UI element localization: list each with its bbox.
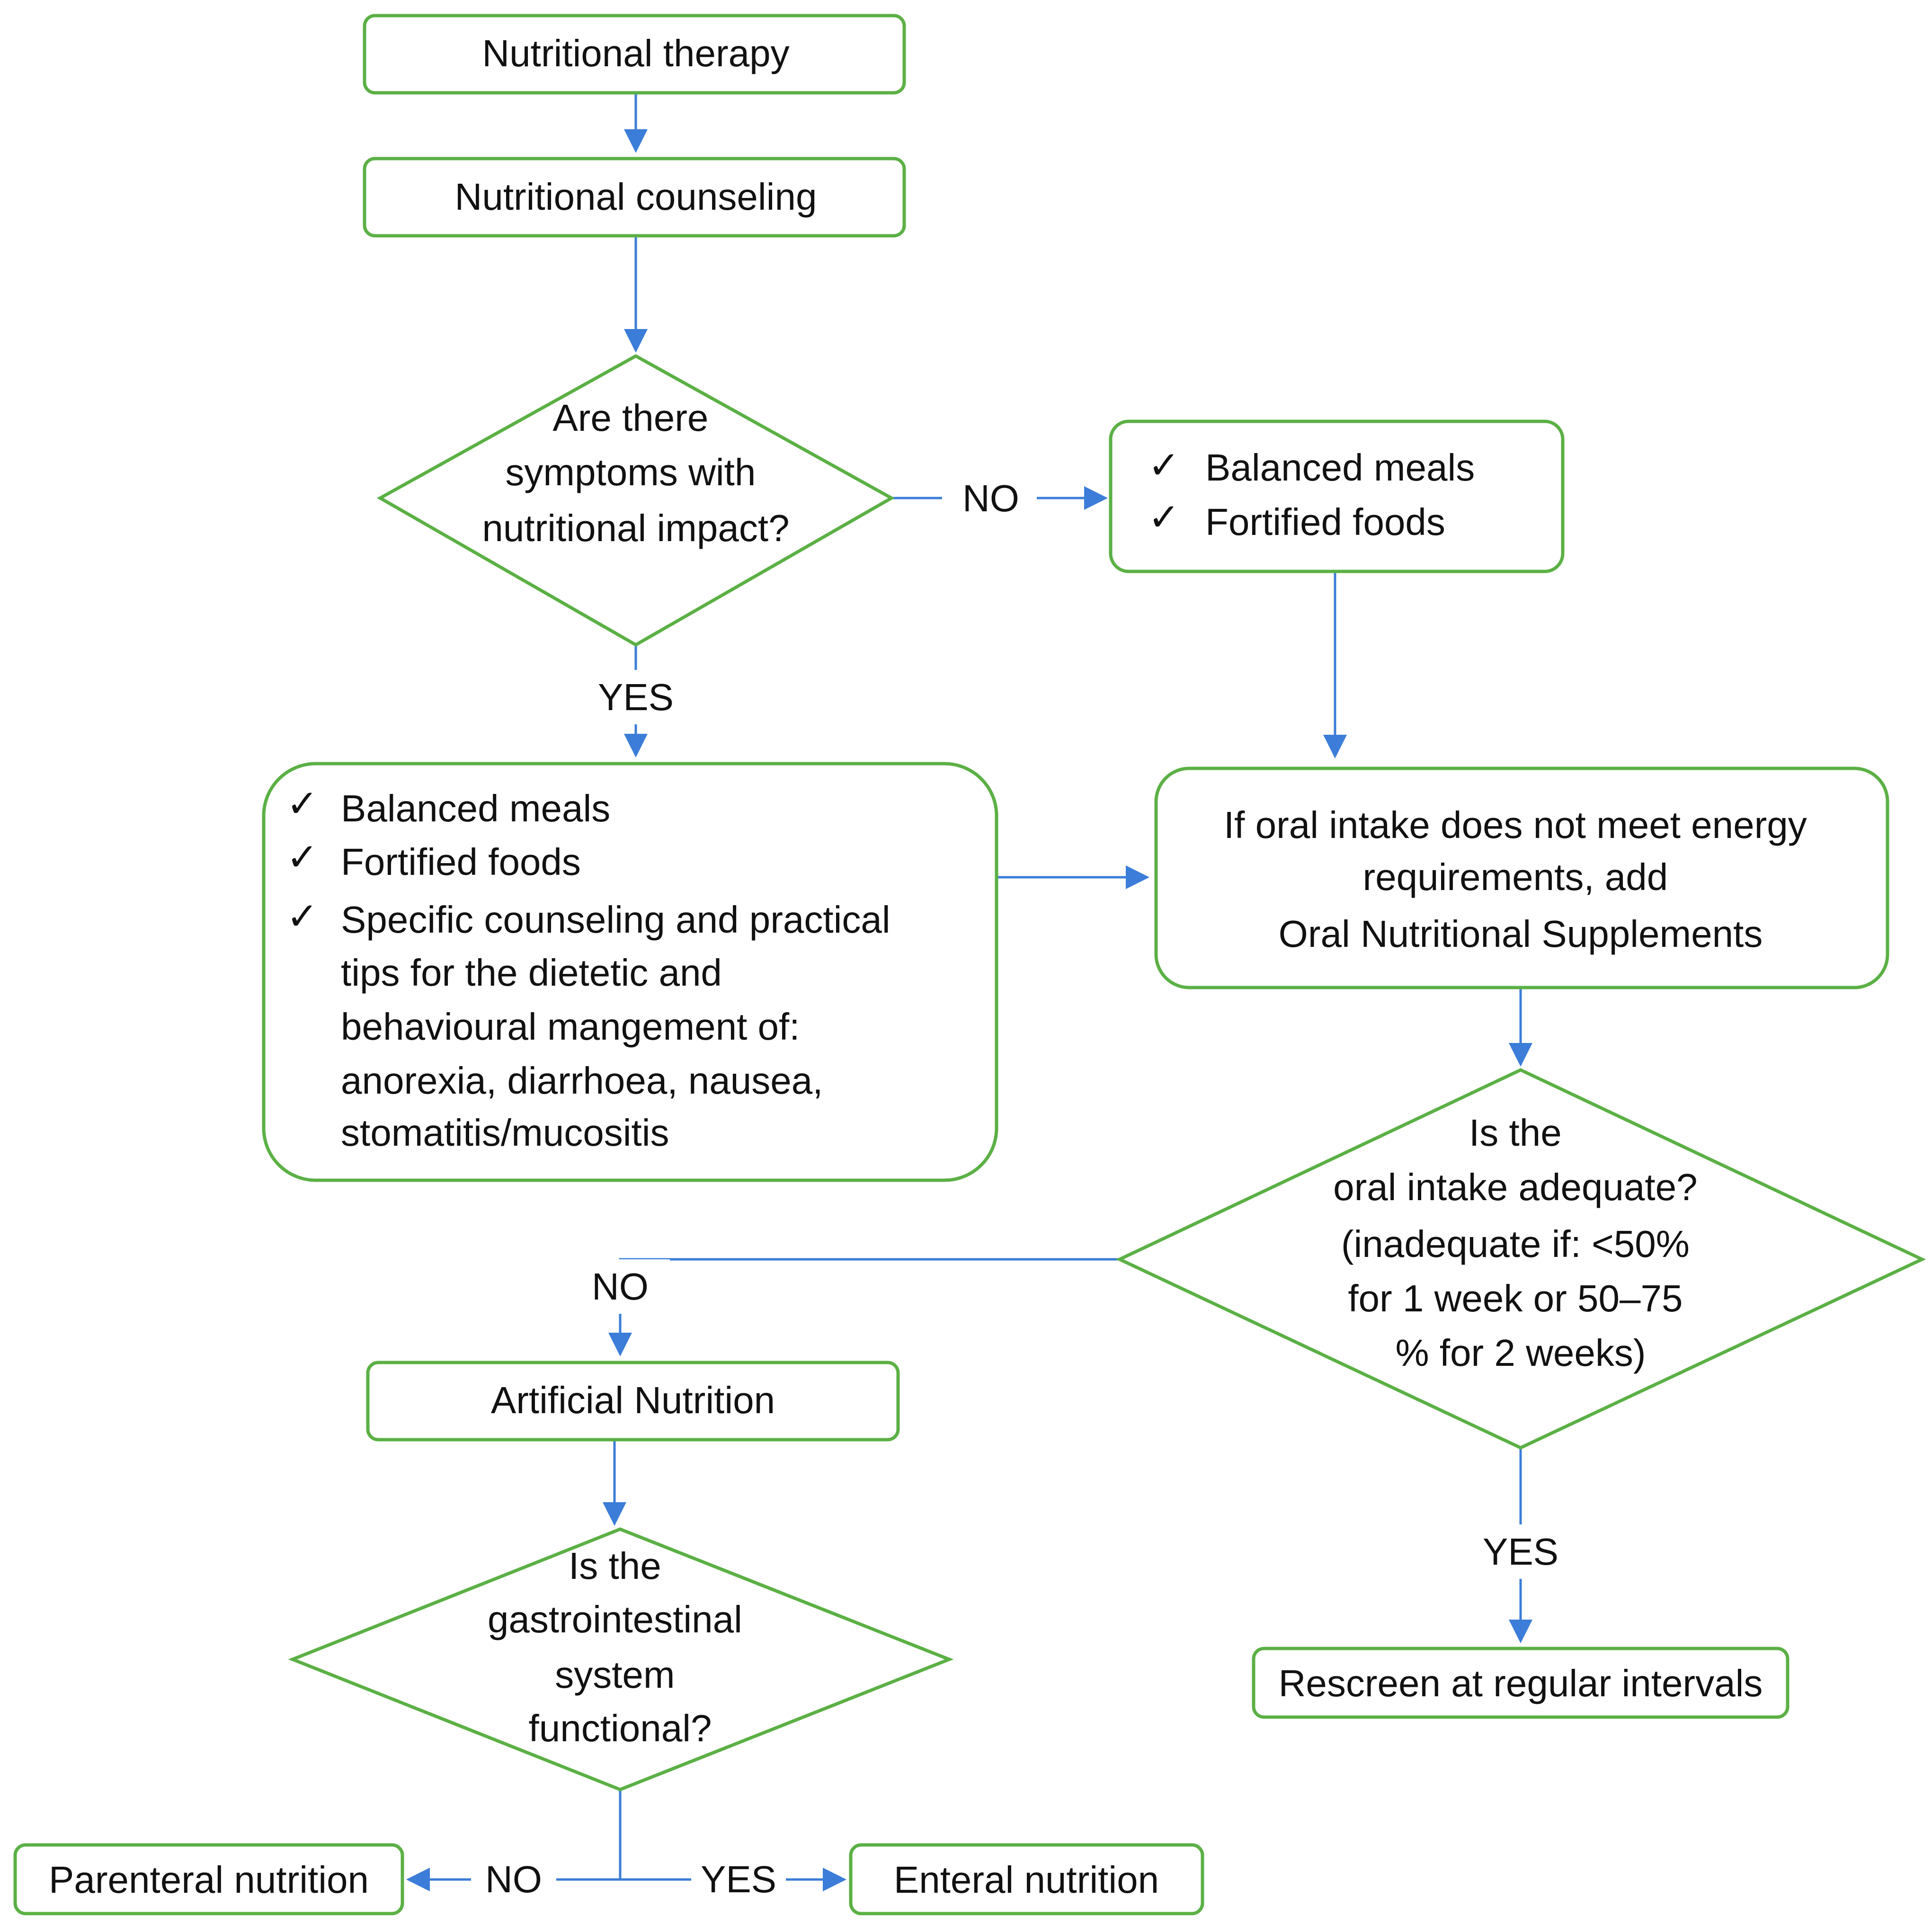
node-nutritional-counseling: Nutritional counseling: [363, 157, 906, 238]
gi-no-label: NO: [485, 1858, 542, 1900]
node-nutritional-therapy: Nutritional therapy: [363, 14, 906, 95]
symptoms-box-item: Fortified foods: [341, 841, 581, 883]
node-enteral-nutrition: Enteral nutrition: [849, 1843, 1204, 1915]
symptoms-box-line: anorexia, diarrhoea, nausea,: [341, 1060, 823, 1102]
check-icon: ✓: [286, 895, 318, 937]
nutritional-counseling-label: Nutritional counseling: [455, 176, 817, 218]
intake-yes-label: YES: [1483, 1531, 1558, 1573]
nutritional-therapy-label: Nutritional therapy: [482, 32, 789, 74]
symptoms-question-line: symptoms with: [505, 451, 756, 493]
decision-gi-functional: Is the gastrointestinal system functiona…: [288, 1527, 954, 1791]
arrow-intake-no-to-artificial: [608, 1258, 1120, 1356]
node-symptoms-box: ✓ Balanced meals ✓ Fortified foods ✓ Spe…: [262, 762, 998, 1182]
decision-oral-intake: Is the oral intake adequate? (inadequate…: [1115, 1068, 1926, 1450]
parenteral-nutrition-label: Parenteral nutrition: [49, 1859, 369, 1901]
node-rescreen: Rescreen at regular intervals: [1252, 1647, 1790, 1719]
check-icon: ✓: [286, 836, 318, 878]
symptoms-question-line: Are there: [552, 397, 708, 439]
node-no-symptoms-box: ✓ Balanced meals ✓ Fortified foods: [1109, 419, 1565, 573]
gi-question-line: Is the: [569, 1545, 661, 1587]
gi-question-line: gastrointestinal: [488, 1598, 742, 1640]
symptoms-box-item: Specific counseling and practical: [341, 899, 890, 941]
node-parenteral-nutrition: Parenteral nutrition: [13, 1843, 404, 1915]
symptoms-question-line: nutritional impact?: [482, 507, 789, 549]
check-icon: ✓: [1148, 496, 1180, 538]
rescreen-label: Rescreen at regular intervals: [1279, 1662, 1763, 1704]
enteral-nutrition-label: Enteral nutrition: [894, 1859, 1159, 1901]
ons-box-line: requirements, add: [1362, 856, 1668, 898]
intake-question-line: Is the: [1469, 1112, 1562, 1154]
intake-question-text: Is the oral intake adequate? (inadequate…: [1333, 1112, 1708, 1374]
gi-question-text: Is the gastrointestinal system functiona…: [488, 1545, 753, 1749]
gi-yes-label: YES: [701, 1858, 776, 1900]
check-icon: ✓: [286, 783, 318, 825]
symptoms-box-line: tips for the dietetic and: [341, 952, 722, 994]
symptoms-yes-label: YES: [598, 676, 674, 718]
node-ons-box: If oral intake does not meet energy requ…: [1154, 766, 1889, 989]
symptoms-no-label: NO: [962, 477, 1019, 519]
gi-question-line: system: [555, 1654, 675, 1696]
ons-box-line: Oral Nutritional Supplements: [1279, 913, 1763, 955]
artificial-nutrition-label: Artificial Nutrition: [491, 1379, 775, 1421]
symptoms-box-line: behavioural mangement of:: [341, 1006, 800, 1048]
symptoms-box-item: Balanced meals: [341, 787, 610, 829]
intake-question-line: % for 2 weeks): [1395, 1332, 1646, 1374]
intake-question-line: oral intake adequate?: [1333, 1166, 1698, 1208]
intake-question-line: (inadequate if: <50%: [1341, 1223, 1690, 1265]
intake-no-label: NO: [592, 1265, 649, 1308]
ons-box-text: If oral intake does not meet energy requ…: [1224, 804, 1817, 955]
gi-question-line: functional?: [529, 1707, 712, 1749]
decision-symptoms: Are there symptoms with nutritional impa…: [376, 354, 895, 647]
symptoms-box-continuation: tips for the dietetic and behavioural ma…: [341, 952, 834, 1154]
symptoms-box-line: stomatitis/mucositis: [341, 1112, 669, 1154]
ons-box-line: If oral intake does not meet energy: [1224, 804, 1807, 846]
check-icon: ✓: [1148, 444, 1180, 486]
edge-labels: NO YES NO YES NO YES: [471, 471, 1572, 1906]
no-symptoms-item: Balanced meals: [1205, 446, 1475, 489]
symptoms-question-text: Are there symptoms with nutritional impa…: [482, 397, 789, 549]
no-symptoms-item: Fortified foods: [1205, 501, 1445, 543]
intake-question-line: for 1 week or 50–75: [1348, 1277, 1683, 1319]
node-artificial-nutrition: Artificial Nutrition: [366, 1361, 900, 1442]
